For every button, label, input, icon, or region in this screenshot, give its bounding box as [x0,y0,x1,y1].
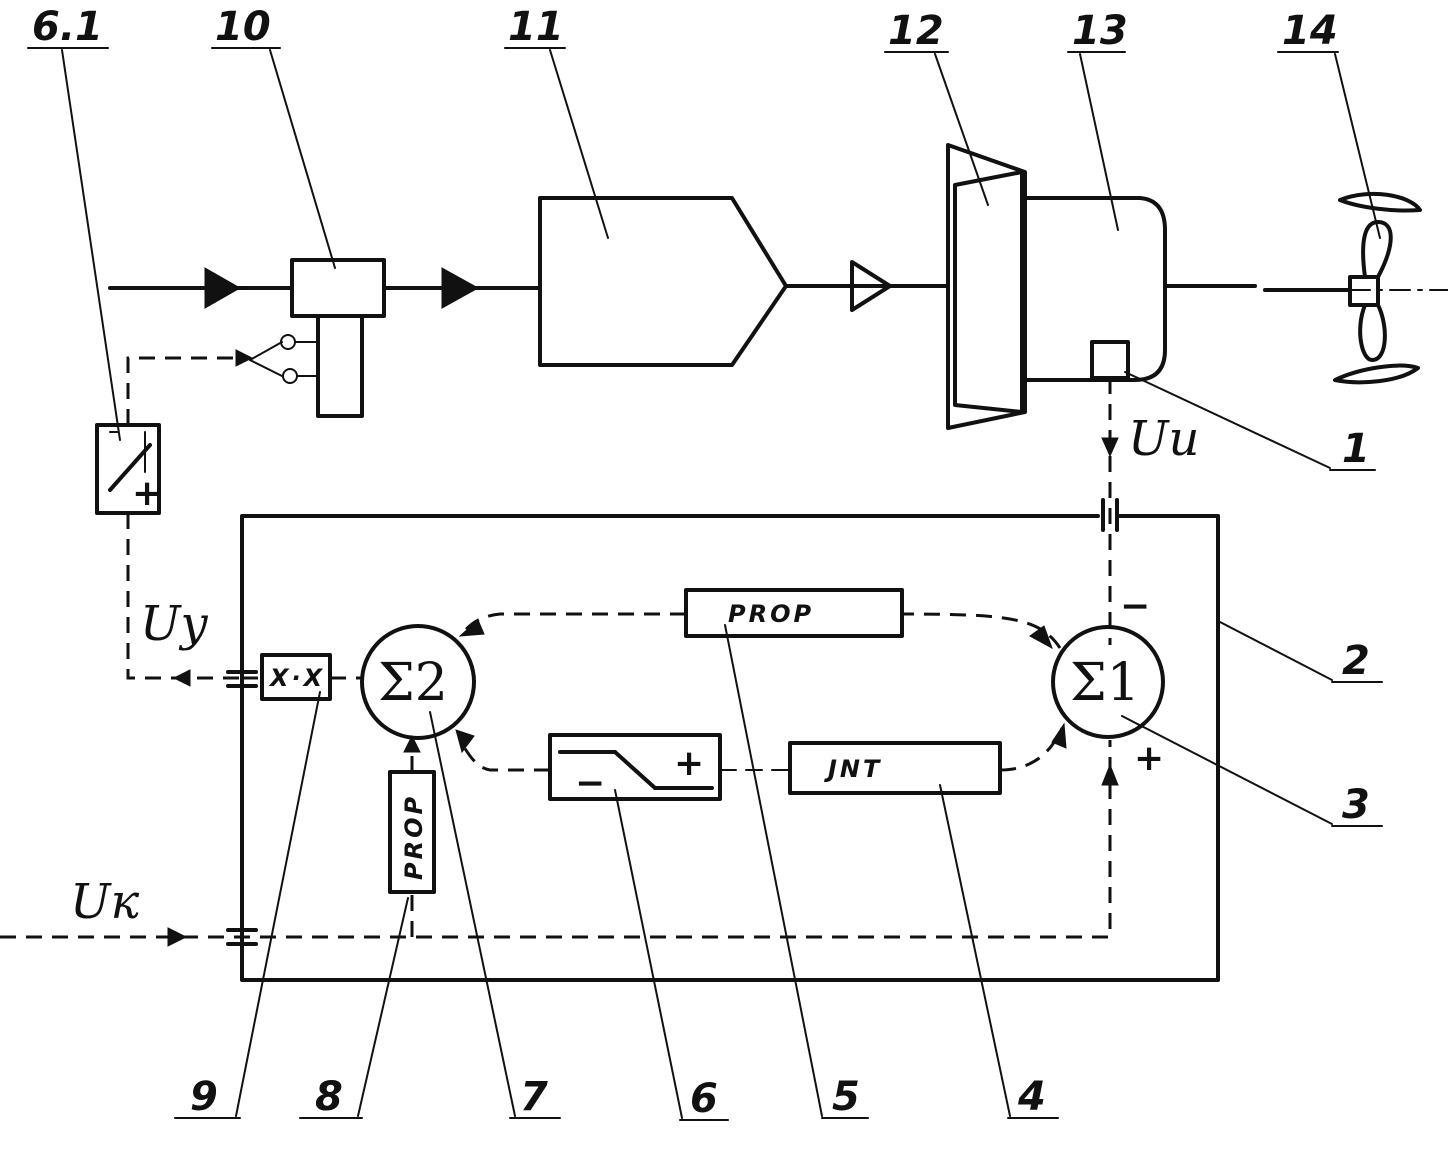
ref-4: 4 [1017,1074,1046,1120]
ref-6-leader [614,789,683,1119]
contact-arm-2 [249,359,283,377]
ref-8-leader [357,897,409,1117]
int-label: JNT [824,755,882,783]
summing-junction-1 [1051,625,1165,739]
gear-line-1 [954,171,1023,186]
link-sigma1-int [999,727,1064,772]
ref-11-leader [549,49,609,239]
block-6-limiter [548,733,722,801]
signal-uk: Uк [70,874,139,930]
limiter-minus: − [575,763,605,804]
link-uy [126,513,240,680]
limiter-plus: + [674,743,704,784]
limiter-9-label: X·X [268,664,325,692]
prop-label: PROP [728,600,814,628]
ref-5-leader [724,624,823,1117]
sensor-1 [1090,340,1130,380]
ref-13: 13 [1072,8,1128,54]
block-4-int [788,741,1002,795]
ref-6-1-leader [61,49,121,441]
link-prop-sigma2 [460,612,686,635]
ref-6-1: 6.1 [32,4,103,50]
contact-1 [280,334,296,350]
arrow-to-sigma1 [1029,625,1053,650]
arrow-limiter-sigma2 [455,729,475,754]
ref-1-leader [1124,371,1331,469]
flow-arrow-3 [850,260,892,312]
ref-14-leader [1334,53,1381,239]
arrow-uu [1101,437,1119,458]
limiter-slope [613,750,657,790]
ref-5: 5 [832,1074,860,1120]
ref-9-leader [235,691,321,1117]
ref-1: 1 [1342,426,1370,472]
block-12-gearbox [946,143,1027,430]
arrow-prop8-sigma2 [403,734,421,753]
block-10-actuator [316,314,364,418]
prop-vertical-label: PROP [400,794,428,880]
arrow-uk-up [1101,763,1119,786]
ref-13-leader [1079,53,1119,231]
arrow-uy [172,669,191,687]
ref-7: 7 [520,1074,548,1120]
contact-arm-1 [249,341,283,361]
sigma1-plus: + [1134,738,1164,779]
summing-junction-2 [360,624,476,740]
link-sigma1-prop [901,612,1062,649]
nozzle-top [1338,192,1422,213]
block-12-inner [953,170,1024,414]
switch-plus: + [132,473,162,514]
sigma2-label: Σ2 [378,653,448,713]
block-10-valve [290,258,386,318]
ref-2-leader [1219,621,1333,681]
ref-3: 3 [1342,782,1370,828]
block-13-motor [1023,196,1167,382]
nozzle-bottom [1333,363,1420,385]
link-switch-valve [126,356,248,425]
ref-8: 8 [315,1074,343,1120]
gear-line-2 [954,404,1023,413]
ref-12: 12 [888,8,944,54]
ref-4-leader [939,784,1011,1117]
ref-12-leader [934,53,989,206]
arrow-prop-sigma2 [458,619,485,637]
ref-11: 11 [508,4,564,50]
ref-6: 6 [690,1076,718,1122]
sigma1-label: Σ1 [1070,653,1140,713]
switch-blade [108,443,152,492]
sigma1-minus: − [1120,586,1150,627]
ref-14: 14 [1282,8,1338,54]
ref-10: 10 [215,4,271,50]
ref-9: 9 [190,1074,218,1120]
arrow-uk [167,927,188,947]
link-uk [0,740,1112,939]
arrow-to-valve [235,349,254,367]
contact-2 [282,368,298,384]
link-limiter-sigma2 [458,739,550,772]
flow-arrow-2 [441,267,480,309]
ref-3-leader [1121,715,1333,825]
signal-uu: Uu [1128,411,1199,467]
signal-uy: Uy [140,596,208,652]
ref-7-leader [429,711,516,1117]
flow-arrow-1 [204,267,242,309]
block-11-engine [538,196,788,367]
ref-10-leader [269,49,336,269]
propeller-blade-bottom [1358,303,1387,362]
arrow-sigma1-int [1051,722,1067,749]
ref-2: 2 [1342,638,1370,684]
controller-frame [240,514,1220,982]
propeller-blade-top [1361,220,1393,279]
